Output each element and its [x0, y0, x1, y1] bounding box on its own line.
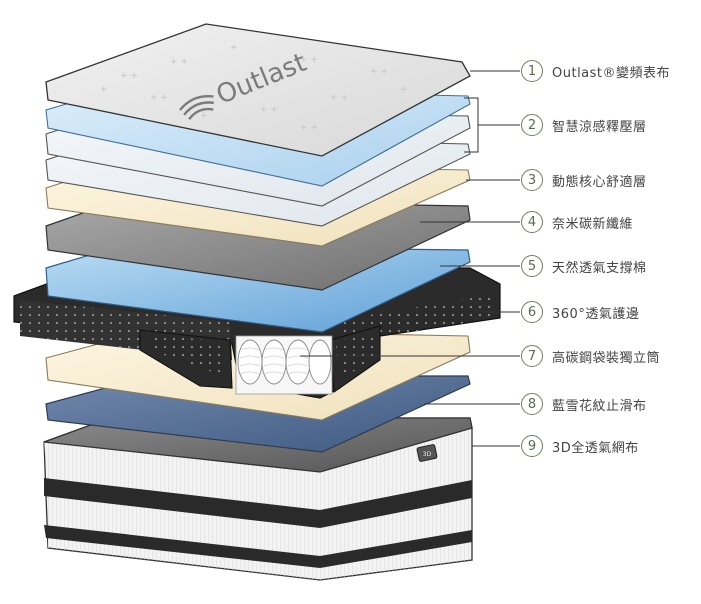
callout-label-3: 動態核心舒適層 [552, 174, 647, 190]
callout-2: 2 智慧涼感釋壓層 [521, 112, 647, 138]
callout-label-1: Outlast®變頻表布 [552, 65, 671, 81]
callout-number-9: 9 [521, 435, 543, 457]
callout-leader-lines [300, 70, 520, 447]
svg-text:+ +: + + [300, 123, 318, 133]
callout-1: 1 Outlast®變頻表布 [521, 58, 670, 84]
callout-label-2: 智慧涼感釋壓層 [552, 119, 647, 135]
callout-label-4: 奈米碳新纖維 [552, 216, 634, 232]
svg-text:+ +: + + [170, 57, 188, 67]
callout-number-2: 2 [521, 114, 543, 136]
svg-text:+ +: + + [330, 93, 348, 103]
cover-tag-label: 3D [423, 451, 432, 458]
callout-number-1: 1 [521, 60, 543, 82]
svg-text:+: + [400, 85, 408, 95]
svg-text:+ +: + + [370, 67, 388, 77]
callout-6: 6 360°透氣護邊 [521, 299, 639, 325]
callout-label-9: 3D全透氣網布 [552, 440, 639, 456]
callout-7: 7 高碳鋼袋裝獨立筒 [521, 343, 660, 369]
callout-label-7: 高碳鋼袋裝獨立筒 [552, 350, 661, 366]
callout-number-8: 8 [521, 393, 543, 415]
callout-4: 4 奈米碳新纖維 [521, 209, 633, 235]
svg-text:+ +: + + [260, 105, 278, 115]
callout-number-7: 7 [521, 345, 543, 367]
callout-label-5: 天然透氣支撐棉 [552, 260, 647, 276]
svg-text:+: + [230, 43, 238, 53]
svg-text:+ +: + + [150, 93, 168, 103]
callout-number-5: 5 [521, 255, 543, 277]
svg-text:+: + [200, 111, 208, 121]
callout-label-8: 藍雪花紋止滑布 [552, 398, 647, 414]
callout-number-3: 3 [521, 169, 543, 191]
callout-8: 8 藍雪花紋止滑布 [521, 391, 647, 417]
layer-7-pocket-coils [235, 335, 333, 395]
layer-1-outlast-fabric: + ++ ++ + ++ ++ + + ++ ++ ++ ++ Outlast [45, 23, 471, 157]
callout-label-6: 360°透氣護邊 [552, 306, 640, 322]
svg-text:+: + [100, 85, 108, 95]
svg-text:+ +: + + [120, 71, 138, 81]
callout-3: 3 動態核心舒適層 [521, 167, 647, 193]
callout-5: 5 天然透氣支撐棉 [521, 253, 647, 279]
callout-number-6: 6 [521, 301, 543, 323]
callout-9: 9 3D全透氣網布 [521, 433, 639, 459]
callout-number-4: 4 [521, 211, 543, 233]
svg-text:+ +: + + [300, 55, 318, 65]
